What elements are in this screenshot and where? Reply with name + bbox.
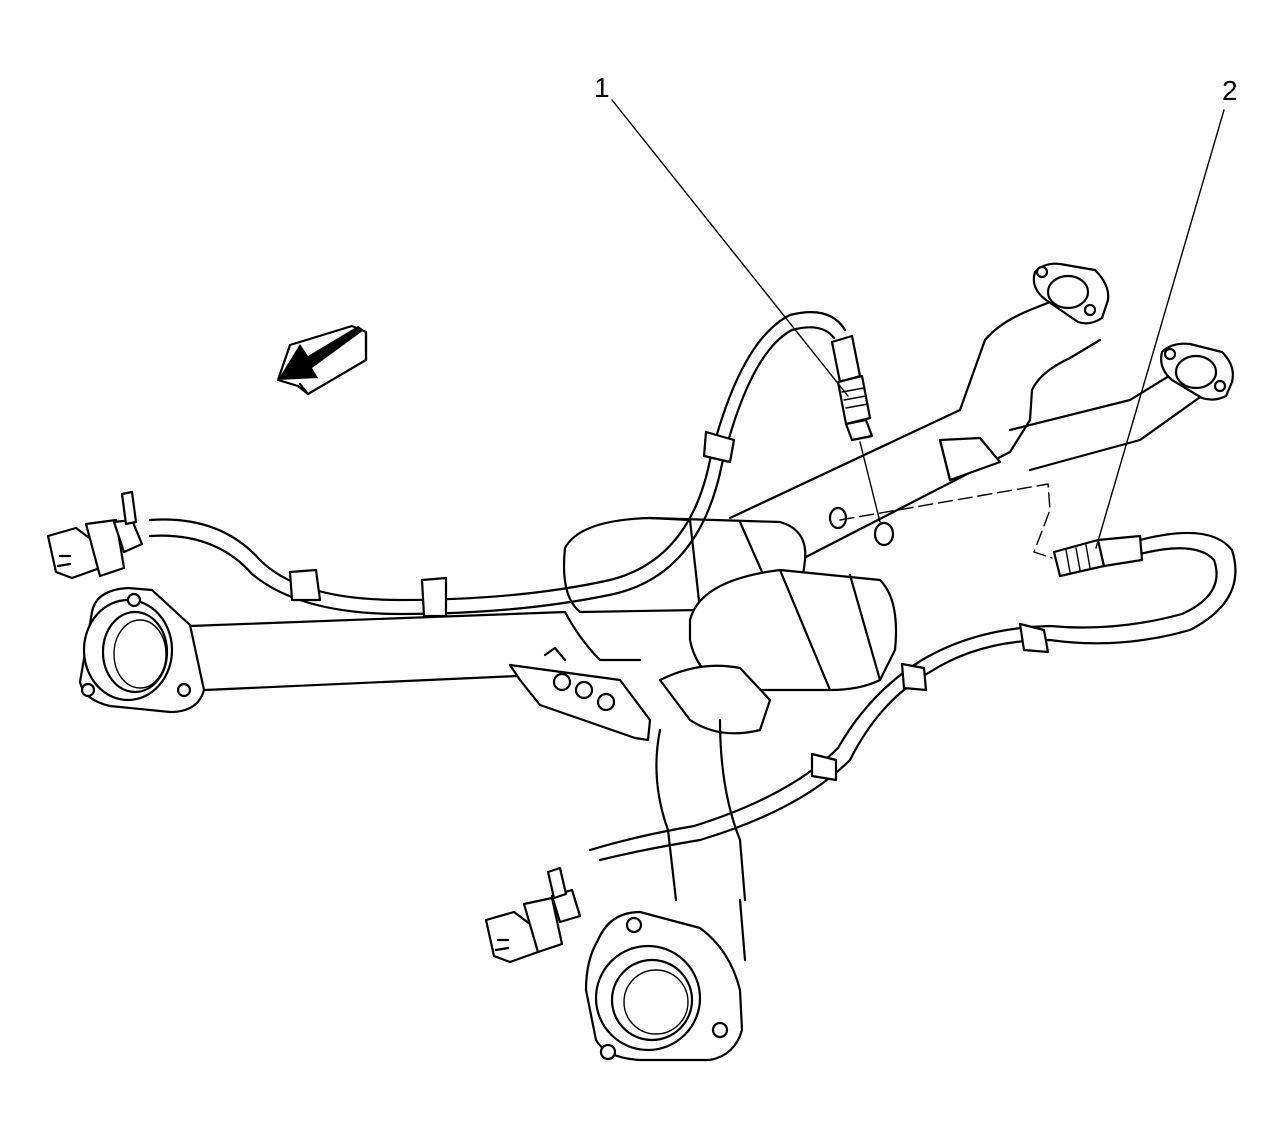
upper-right-pipes [728,262,1234,562]
sensor-ports [828,441,1053,559]
mounting-bracket [508,646,652,742]
callout-label-1: 1 [594,72,610,103]
callout-label-2: 2 [1222,75,1238,106]
lower-front-pipe [584,718,747,1062]
sensor-1-harness [46,311,874,618]
callout-leaders [611,99,1225,549]
direction-arrow-icon [276,324,368,396]
left-exhaust-pipe [78,586,567,714]
sensor-2-harness [484,531,1237,964]
leader-line-1 [611,99,849,397]
catalytic-converters [562,516,898,735]
leader-line-2 [1095,109,1225,549]
